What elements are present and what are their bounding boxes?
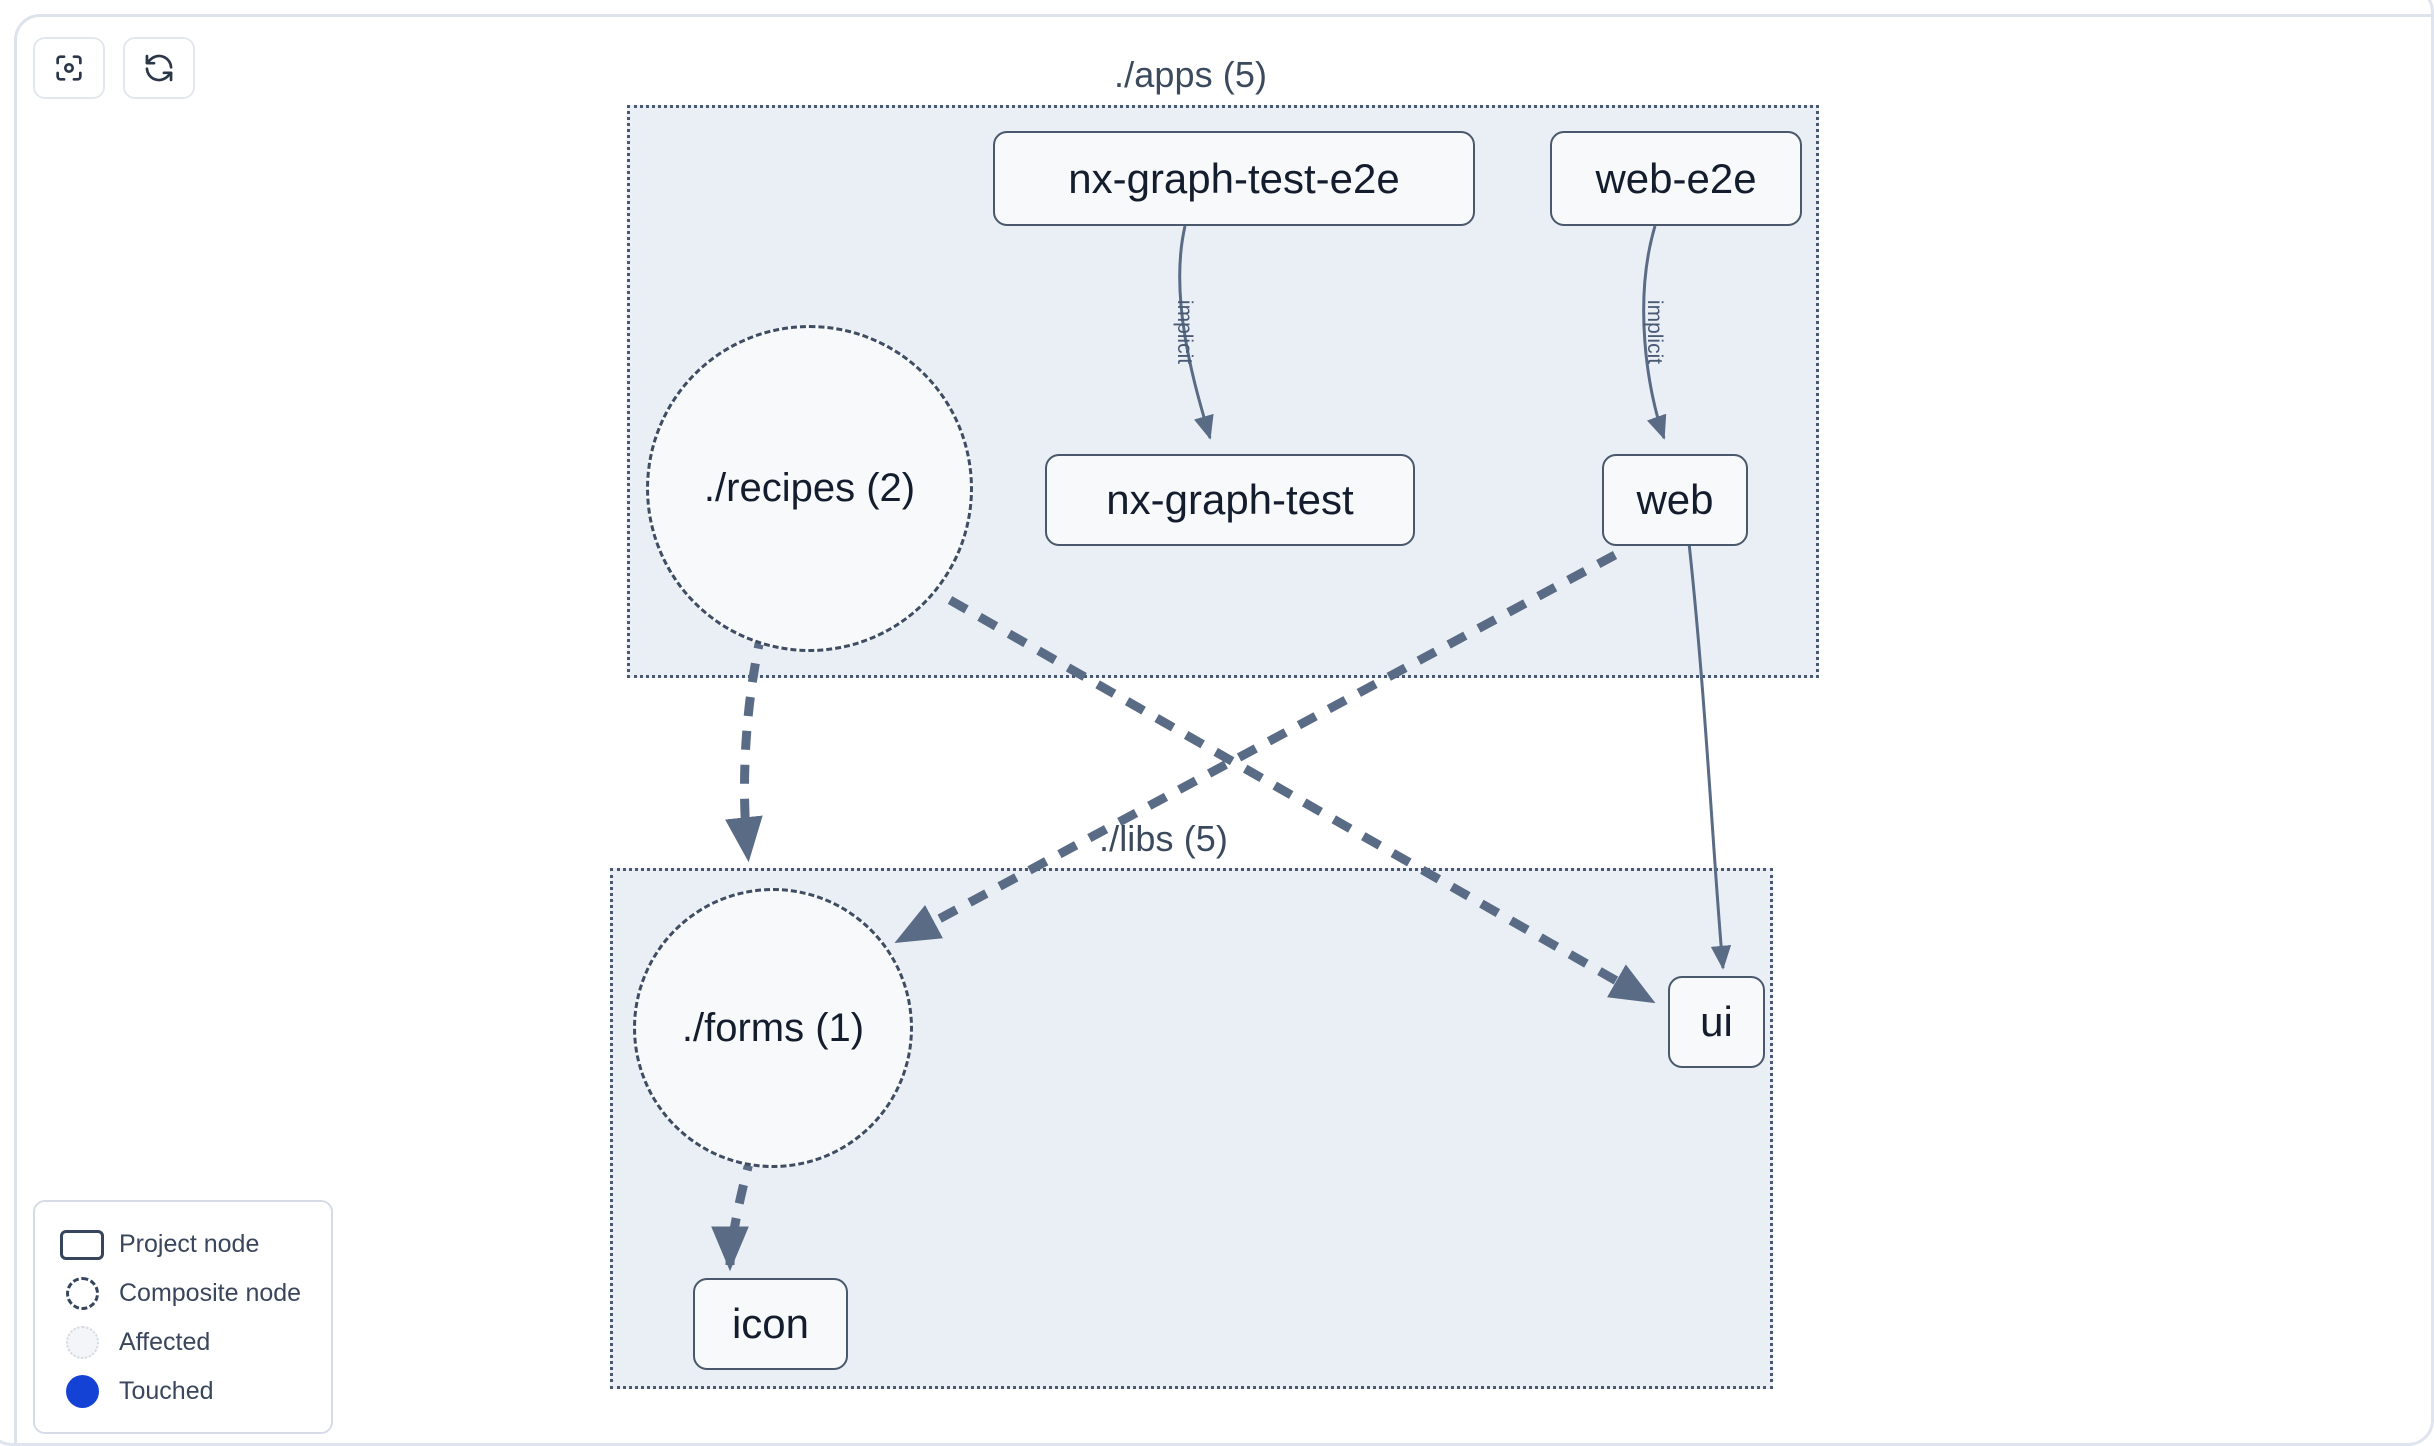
group-label-apps: ./apps (5) [1114, 54, 1268, 95]
edge-web-to-ui [1687, 542, 1732, 970]
focus-target-icon [52, 51, 86, 85]
legend-item-project-node: Project node [55, 1220, 311, 1269]
touched-swatch [55, 1375, 109, 1408]
graph-toolbar [33, 37, 195, 99]
node-nx-graph-test-e2e[interactable]: nx-graph-test-e2e [993, 131, 1475, 226]
edge-web-e2e-to-web [1642, 225, 1667, 440]
node-web-e2e[interactable]: web-e2e [1550, 131, 1802, 226]
legend-item-touched: Touched [55, 1367, 311, 1416]
affected-swatch [55, 1326, 109, 1359]
node-label: web [1636, 476, 1714, 523]
node-label: web-e2e [1595, 154, 1757, 202]
legend-label: Composite node [119, 1279, 302, 1307]
project-node-swatch [55, 1229, 109, 1260]
group-label-libs: ./libs (5) [1099, 818, 1229, 859]
node-ui[interactable]: ui [1668, 976, 1765, 1068]
composite-node-forms[interactable]: ./forms (1) [633, 888, 913, 1168]
legend-item-composite-node: Composite node [55, 1269, 311, 1318]
composite-node-swatch [55, 1277, 109, 1310]
composite-node-label: ./forms (1) [681, 1005, 865, 1050]
node-icon[interactable]: icon [693, 1278, 848, 1370]
refresh-graph-button[interactable] [123, 37, 195, 99]
node-nx-graph-test[interactable]: nx-graph-test [1045, 454, 1415, 546]
legend-item-affected: Affected [55, 1318, 311, 1367]
edge-forms-to-icon [711, 1150, 757, 1272]
composite-node-label: ./recipes (2) [703, 466, 916, 510]
edge-nx-graph-test-e2e-to-nx-graph-test [1178, 225, 1214, 440]
node-label: icon [731, 1300, 810, 1347]
node-web[interactable]: web [1602, 454, 1748, 546]
node-label: nx-graph-test-e2e [1068, 154, 1400, 202]
edge-recipes-to-forms [725, 629, 767, 863]
graph-legend: Project node Composite node Affected Tou… [33, 1200, 333, 1434]
edge-web-to-forms [894, 551, 1618, 944]
refresh-icon [142, 51, 176, 85]
edge-recipes-to-ui [947, 596, 1656, 1004]
composite-node-recipes[interactable]: ./recipes (2) [646, 325, 973, 652]
node-label: nx-graph-test [1106, 476, 1354, 523]
legend-label: Project node [119, 1230, 260, 1258]
focus-graph-button[interactable] [33, 37, 105, 99]
node-label: ui [1700, 998, 1733, 1045]
legend-label: Affected [119, 1328, 211, 1356]
legend-label: Touched [119, 1377, 214, 1405]
